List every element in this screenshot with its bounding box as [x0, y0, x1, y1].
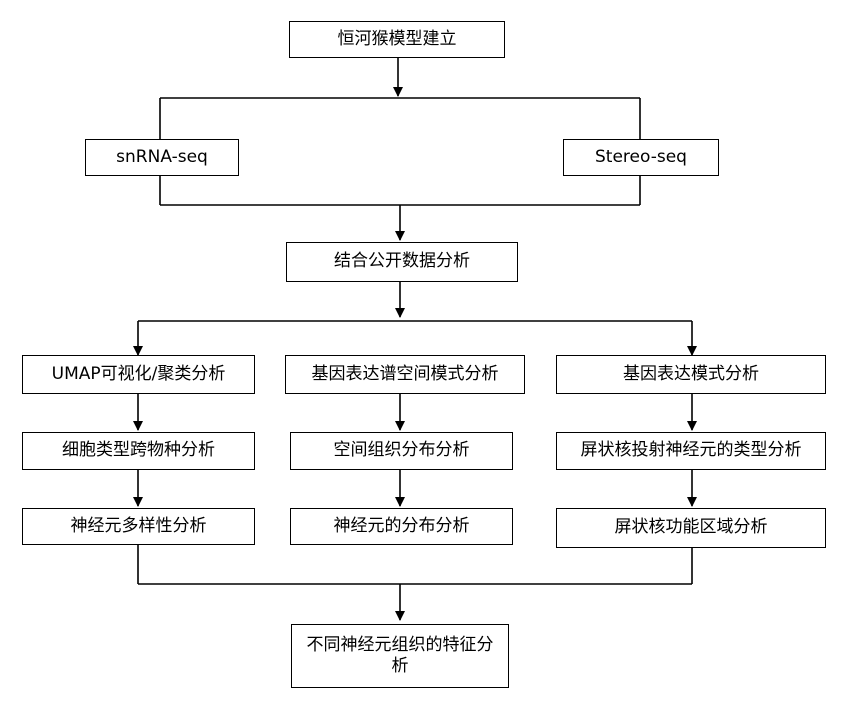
tissue-distribution-box: 空间组织分布分析	[290, 432, 513, 470]
functional-region-label: 屏状核功能区域分析	[614, 517, 768, 538]
projection-neuron-box: 屏状核投射神经元的类型分析	[556, 432, 826, 470]
model-setup-label: 恒河猴模型建立	[337, 28, 457, 49]
snrna-seq-label: snRNA-seq	[116, 146, 208, 167]
combine-analysis-label: 结合公开数据分析	[334, 251, 470, 272]
projection-neuron-label: 屏状核投射神经元的类型分析	[580, 440, 802, 461]
expression-pattern-label: 基因表达模式分析	[623, 363, 759, 384]
cell-type-label: 细胞类型跨物种分析	[62, 440, 215, 461]
umap-clustering-label: UMAP可视化/聚类分析	[51, 363, 226, 384]
neuron-distribution-box: 神经元的分布分析	[290, 508, 513, 545]
cell-type-box: 细胞类型跨物种分析	[22, 432, 255, 470]
final-analysis-label: 不同神经元组织的特征分析	[306, 634, 494, 676]
neuron-diversity-label: 神经元多样性分析	[70, 515, 207, 536]
tissue-distribution-label: 空间组织分布分析	[333, 440, 470, 461]
final-analysis-box: 不同神经元组织的特征分析	[291, 624, 509, 688]
neuron-diversity-box: 神经元多样性分析	[22, 508, 255, 545]
snrna-seq-box: snRNA-seq	[85, 139, 239, 176]
model-setup-box: 恒河猴模型建立	[289, 21, 505, 58]
spatial-pattern-label: 基因表达谱空间模式分析	[311, 363, 499, 384]
expression-pattern-box: 基因表达模式分析	[556, 355, 826, 394]
spatial-pattern-box: 基因表达谱空间模式分析	[285, 355, 525, 394]
combine-analysis-box: 结合公开数据分析	[286, 242, 518, 282]
stereo-seq-label: Stereo-seq	[595, 146, 687, 167]
stereo-seq-box: Stereo-seq	[563, 139, 719, 176]
neuron-distribution-label: 神经元的分布分析	[333, 515, 470, 536]
umap-clustering-box: UMAP可视化/聚类分析	[22, 355, 255, 394]
functional-region-box: 屏状核功能区域分析	[556, 508, 826, 548]
